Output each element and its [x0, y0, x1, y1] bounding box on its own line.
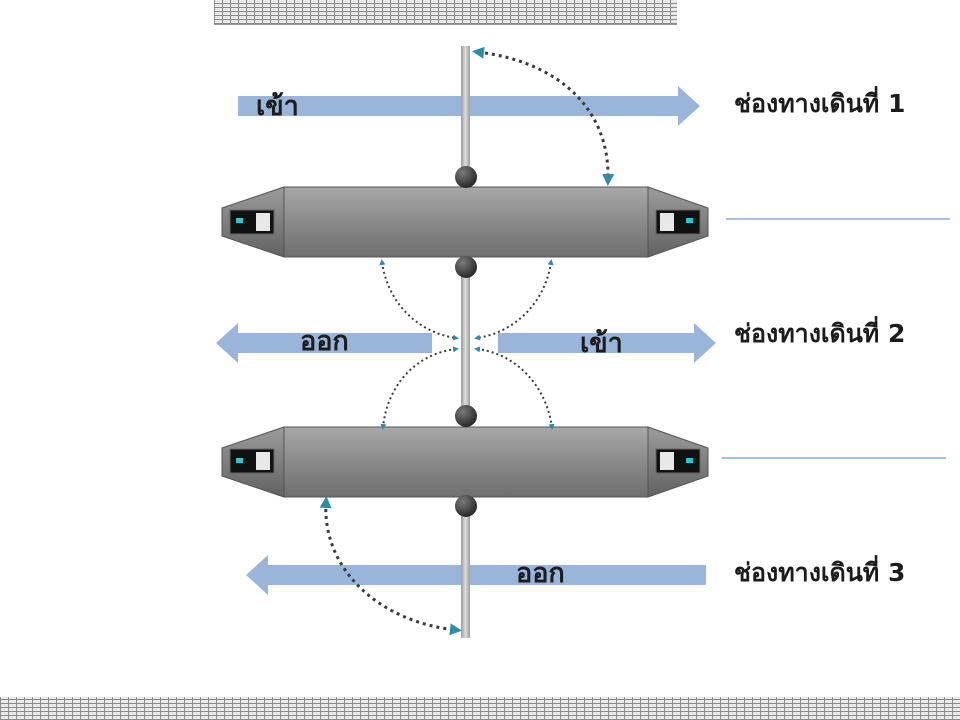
card-reader-icon — [229, 448, 275, 474]
lane2-label: ช่องทางเดินที่ 2 — [734, 316, 905, 348]
bottom-brick-wall — [0, 697, 960, 720]
gate-arm-3 — [461, 506, 470, 638]
swing-path-lane2-upper-right — [474, 259, 554, 341]
swing-path-lane1 — [472, 46, 615, 186]
turnstile-cabinet-2 — [221, 426, 709, 498]
lane2-out-arrow — [216, 323, 432, 363]
pivot-knob — [455, 166, 477, 188]
lane1-direction-label: เข้า — [256, 91, 299, 122]
turnstile-cabinet-1 — [221, 186, 709, 258]
pivot-knob — [455, 405, 477, 427]
gate-arm-2 — [461, 268, 470, 416]
lane2-in-label: เข้า — [580, 328, 623, 359]
lane1-label: ช่องทางเดินที่ 1 — [734, 86, 905, 118]
top-brick-wall — [214, 0, 677, 25]
lane3-direction-label: ออก — [516, 558, 565, 589]
pivot-knob — [455, 256, 477, 278]
lane2-out-label: ออก — [300, 326, 349, 357]
pivot-knob — [455, 495, 477, 517]
gate-arm-1 — [461, 46, 470, 178]
swing-path-lane2-upper-left — [379, 259, 459, 341]
card-reader-icon — [229, 209, 275, 235]
lane3-out-arrow — [246, 555, 706, 595]
card-reader-icon — [655, 448, 701, 474]
swing-path-lane2-lower-right — [474, 346, 555, 430]
lane3-label: ช่องทางเดินที่ 3 — [734, 555, 905, 587]
card-reader-icon — [655, 209, 701, 235]
swing-path-lane2-lower-left — [380, 346, 459, 430]
